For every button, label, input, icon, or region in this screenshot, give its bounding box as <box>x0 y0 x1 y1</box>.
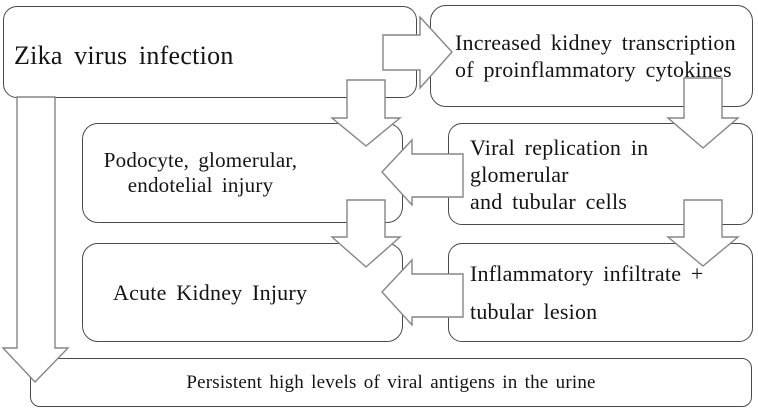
node-transcription-line2: of proinflammatory cytokines <box>455 57 732 82</box>
node-persistent-viral-antigens-urine: Persistent high levels of viral antigens… <box>30 358 752 407</box>
node-acute-kidney-injury: Acute Kidney Injury <box>82 243 403 342</box>
node-zika-virus-infection: Zika virus infection <box>3 6 417 98</box>
node-urine-label: Persistent high levels of viral antigens… <box>186 371 596 393</box>
node-viral-line2: and tubular cells <box>470 188 628 214</box>
node-inflammatory-infiltrate: Inflammatory infiltrate + tubular lesion <box>448 243 753 342</box>
node-podocyte-line2: endotelial injury <box>127 173 274 197</box>
node-increased-kidney-transcription: Increased kidney transcription of proinf… <box>430 5 753 107</box>
node-viral-line1: Viral replication in glomerular <box>470 134 649 187</box>
node-viral-replication: Viral replication in glomerular and tubu… <box>448 123 753 225</box>
node-podocyte-glomerular-endotelial-injury: Podocyte, glomerular, endotelial injury <box>82 123 403 223</box>
node-zika-label: Zika virus infection <box>14 41 234 70</box>
arrow-zika-to-urine-icon <box>1 96 70 384</box>
node-transcription-line1: Increased kidney transcription <box>455 30 736 55</box>
node-aki-label: Acute Kidney Injury <box>113 279 308 305</box>
node-podocyte-line1: Podocyte, glomerular, <box>103 148 298 172</box>
node-infiltrate-line1: Inflammatory infiltrate + <box>470 260 704 286</box>
node-infiltrate-line2: tubular lesion <box>470 298 598 324</box>
